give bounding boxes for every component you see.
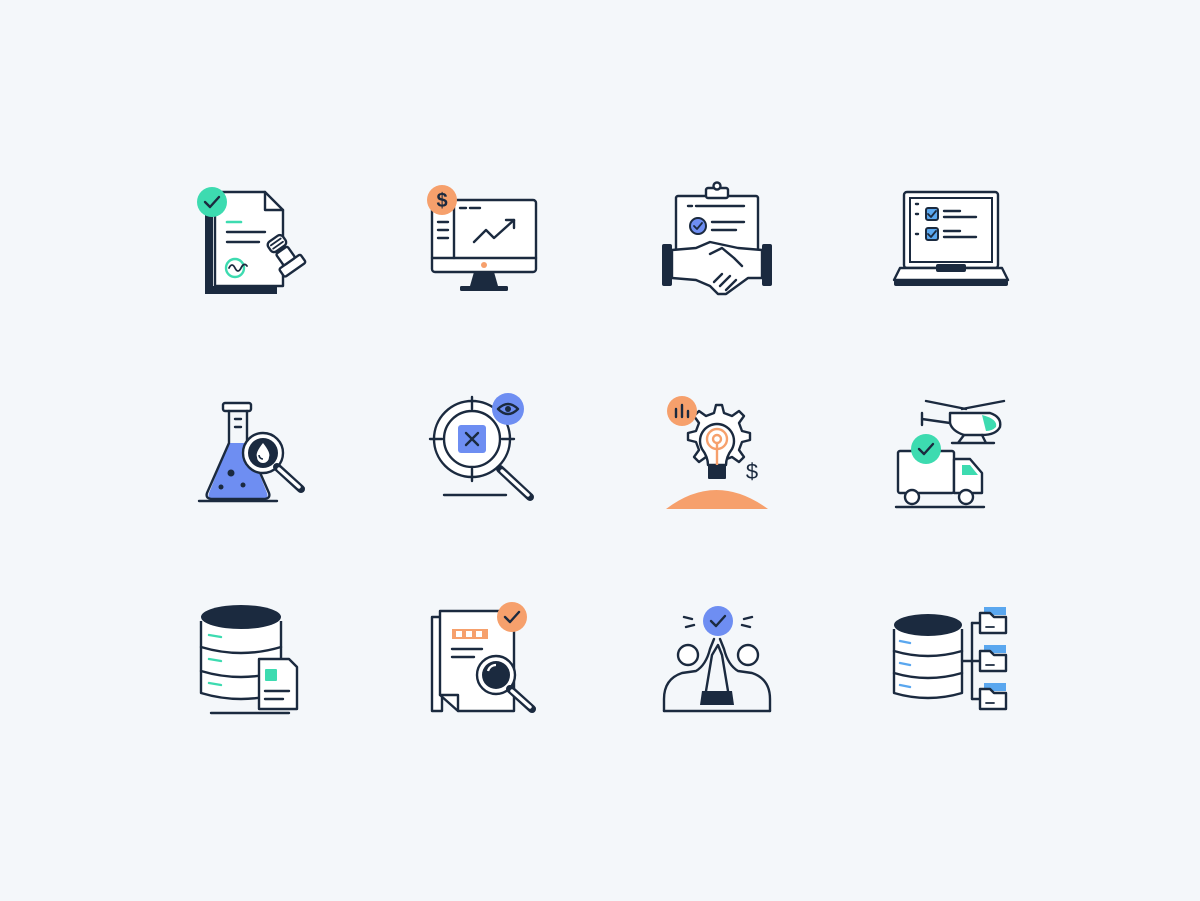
- database-folder-structure-icon: [886, 595, 1016, 725]
- svg-text:$: $: [436, 190, 447, 212]
- document-review-approved-icon: [418, 595, 548, 725]
- handshake-agreement-clipboard-icon: [652, 170, 782, 300]
- financial-analytics-monitor-icon: $: [418, 170, 548, 300]
- target-search-monitoring-icon: [418, 385, 548, 515]
- svg-text:$: $: [746, 459, 758, 484]
- approved-contract-stamp-icon: [185, 170, 315, 300]
- teamwork-high-five-icon: [652, 595, 782, 725]
- laptop-checklist-icon: [886, 170, 1016, 300]
- delivery-logistics-icon: [886, 385, 1016, 515]
- idea-gear-investment-icon: $: [652, 385, 782, 515]
- database-document-icon: [185, 595, 315, 725]
- lab-flask-analysis-icon: [185, 385, 315, 515]
